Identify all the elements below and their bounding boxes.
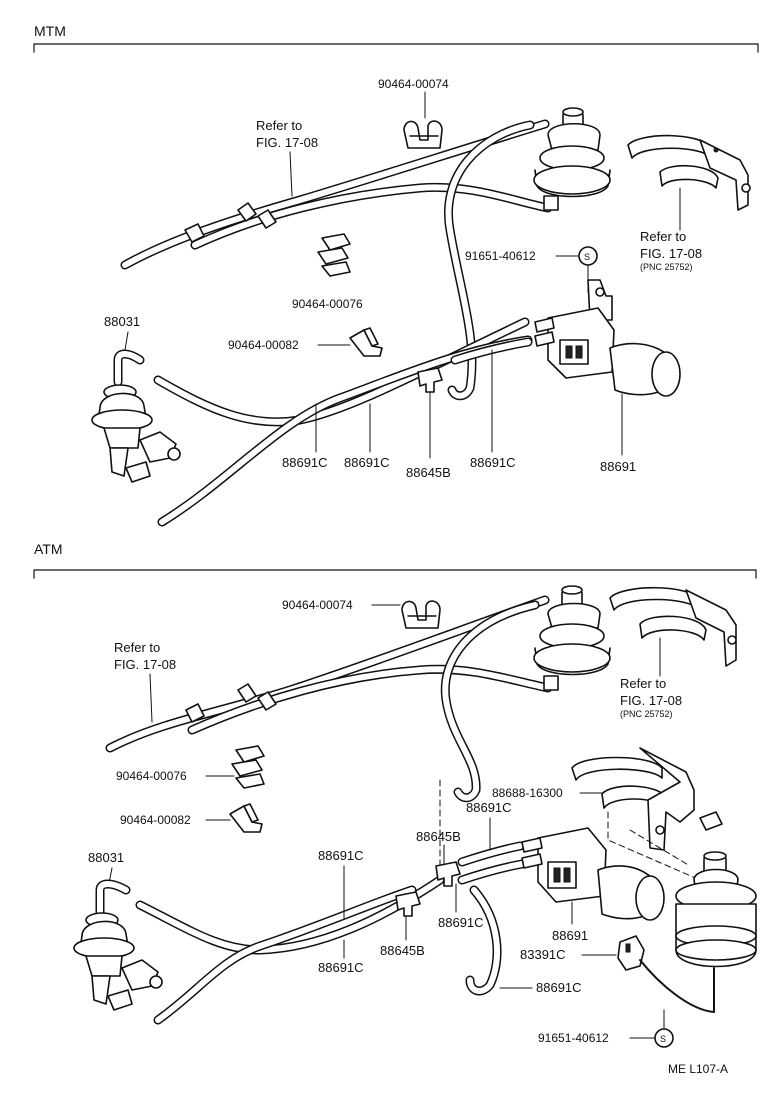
- refer-label-b-line3-atm: (PNC 25752): [620, 709, 673, 719]
- label-90464-00076-atm: 90464-00076: [116, 769, 187, 783]
- label-90464-00082: 90464-00082: [228, 338, 299, 352]
- hose-bracket-mtm: [627, 134, 751, 211]
- label-88645b: 88645B: [406, 465, 451, 480]
- label-83391c: 83391C: [520, 947, 566, 962]
- vacuum-actuator-right-atm: [675, 851, 757, 968]
- hose-clamp-upper-atm: [185, 683, 277, 723]
- connector-83391c: [617, 935, 645, 971]
- label-88691c-3: 88691C: [470, 455, 516, 470]
- label-90464-00082-atm: 90464-00082: [120, 813, 191, 827]
- tee-88645b-low-atm: [395, 891, 421, 917]
- refer-label-b-line2: FIG. 17-08: [640, 246, 702, 261]
- s-mark-circle-atm: [654, 1028, 674, 1048]
- vacuum-actuator-top-atm: [533, 585, 611, 691]
- section-atm: ATM 90464-00074: [33, 541, 757, 1048]
- dashed-guide-bracket-2: [629, 829, 691, 867]
- clip-90464-00082: [349, 327, 383, 357]
- label-90464-00074: 90464-00074: [378, 77, 449, 91]
- refer-label-a-line1: Refer to: [256, 118, 302, 133]
- s-mark: S: [584, 252, 590, 262]
- clip-90464-00076: [317, 233, 351, 277]
- label-91651-40612-atm: 91651-40612: [538, 1031, 609, 1045]
- refer-label-b-line2-atm: FIG. 17-08: [620, 693, 682, 708]
- clip-90464-00074-atm: [401, 600, 441, 629]
- hose-clamp-upper: [184, 202, 277, 243]
- label-91651-40612: 91651-40612: [465, 249, 536, 263]
- label-88645b-low: 88645B: [380, 943, 425, 958]
- refer-label-a-line2: FIG. 17-08: [256, 135, 318, 150]
- hose-group-upper: [120, 119, 553, 401]
- clip-90464-00082-atm: [229, 803, 263, 833]
- label-88691: 88691: [600, 459, 636, 474]
- clip-90464-00074: [403, 120, 443, 149]
- section-mtm: MTM: [33, 23, 759, 527]
- refer-label-a-line1-atm: Refer to: [114, 640, 160, 655]
- refer-label-b-line3: (PNC 25752): [640, 262, 693, 272]
- vsv-88691-mtm: [534, 279, 681, 397]
- leader-refer-a: [289, 151, 293, 197]
- refer-label-b-line1-atm: Refer to: [620, 676, 666, 691]
- hose-bracket-atm: [609, 586, 737, 667]
- s-mark-atm: S: [660, 1034, 666, 1044]
- label-88691c-left-top: 88691C: [318, 848, 364, 863]
- leader-refer-a-atm: [149, 673, 153, 723]
- section-bracket-atm: [33, 569, 757, 579]
- vacuum-valve-88031-mtm: [91, 349, 181, 483]
- refer-label-b-line1: Refer to: [640, 229, 686, 244]
- label-88688-16300: 88688-16300: [492, 786, 563, 800]
- tee-88645b-mtm: [417, 367, 443, 393]
- label-88031-atm: 88031: [88, 850, 124, 865]
- label-90464-00074-atm: 90464-00074: [282, 598, 353, 612]
- hose-group-lower: [153, 317, 533, 527]
- section-title-atm: ATM: [34, 541, 63, 557]
- section-bracket-mtm: [33, 43, 759, 53]
- label-88691c-top: 88691C: [466, 800, 512, 815]
- label-88691c-mid: 88691C: [438, 915, 484, 930]
- refer-label-a-line2-atm: FIG. 17-08: [114, 657, 176, 672]
- vacuum-valve-88031-atm: [73, 879, 163, 1011]
- label-88031: 88031: [104, 314, 140, 329]
- label-88691-atm: 88691: [552, 928, 588, 943]
- figure-code: ME L107-A: [668, 1062, 728, 1076]
- label-88691c-2: 88691C: [344, 455, 390, 470]
- dashed-guide-bracket: [607, 811, 701, 881]
- label-88645b-top: 88645B: [416, 829, 461, 844]
- connector-wire: [639, 959, 715, 1013]
- bracket-88688-16300: [571, 747, 723, 851]
- vsv-88691-atm: [521, 827, 665, 921]
- tee-88645b-top-atm: [435, 861, 461, 887]
- vacuum-actuator-top: [533, 107, 611, 211]
- label-88691c-1: 88691C: [282, 455, 328, 470]
- hose-group-lower-atm: [135, 841, 527, 1025]
- label-90464-00076: 90464-00076: [292, 297, 363, 311]
- section-title-mtm: MTM: [34, 23, 66, 39]
- label-88691c-left-low: 88691C: [318, 960, 364, 975]
- hose-group-upper-atm: [105, 595, 553, 803]
- label-88691c-loop: 88691C: [536, 980, 582, 995]
- clip-90464-00076-atm: [231, 745, 265, 789]
